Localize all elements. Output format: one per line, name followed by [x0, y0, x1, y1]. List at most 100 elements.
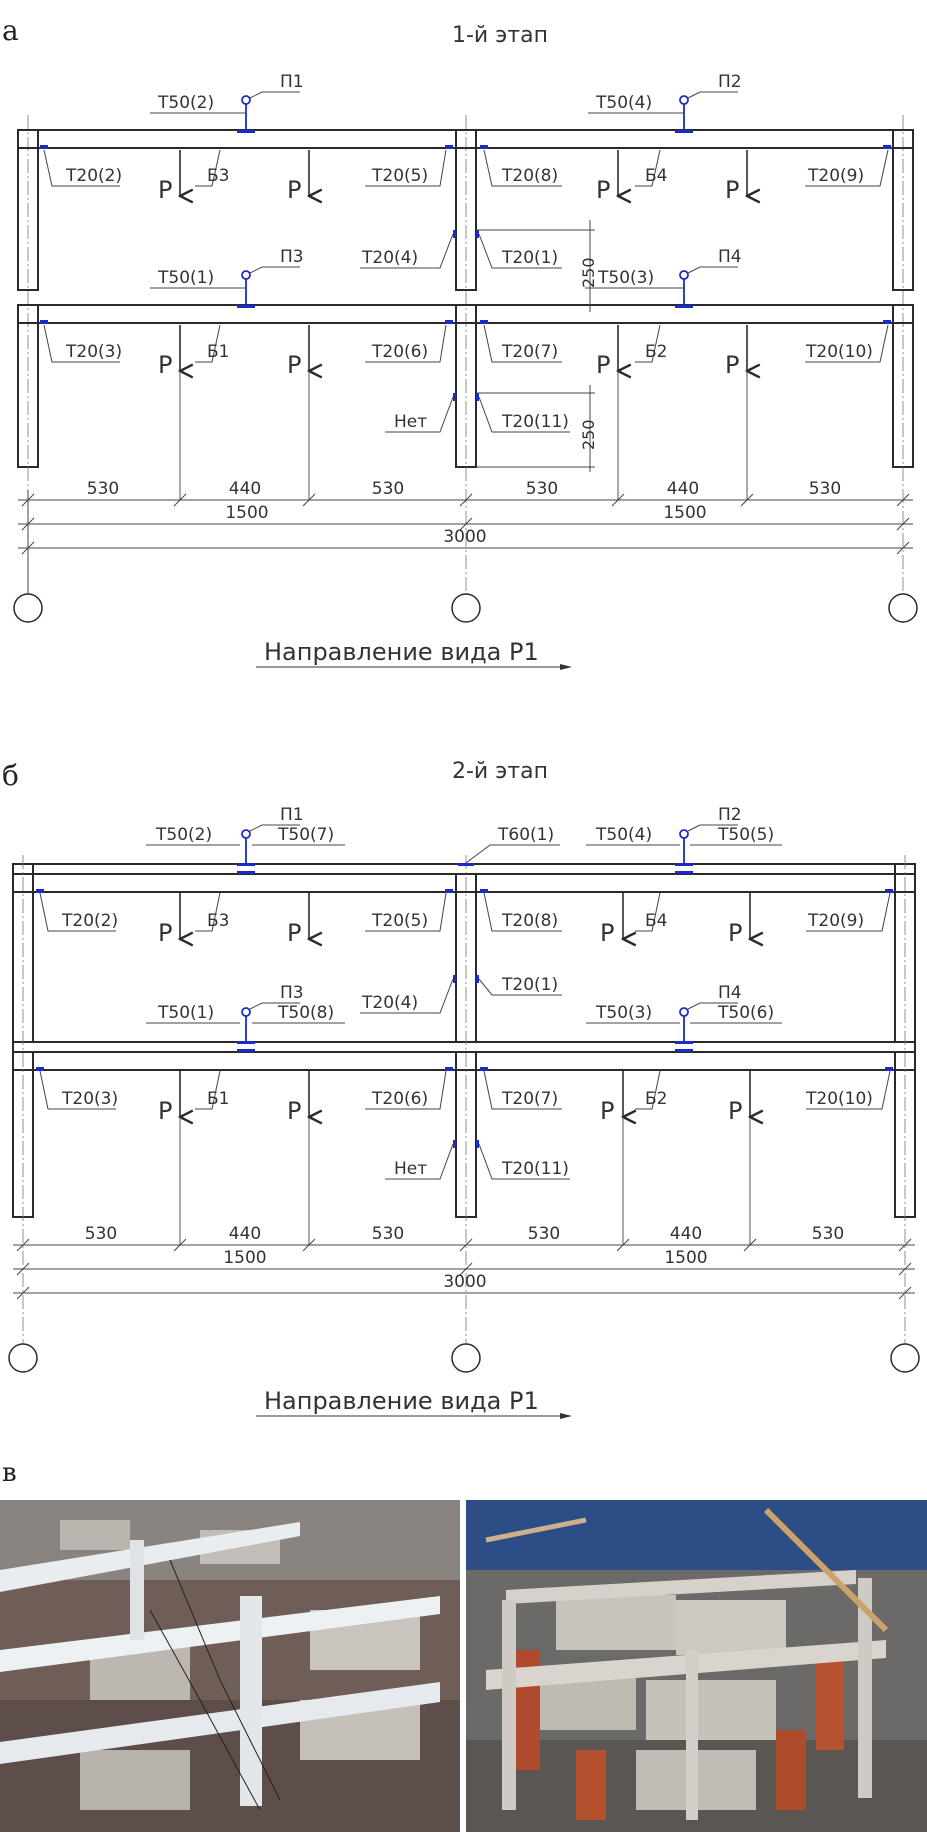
dim-440: 440: [667, 479, 699, 499]
load-arrows: [180, 150, 747, 371]
beam-upper: [17, 129, 914, 149]
dim-530: 530: [85, 1224, 117, 1244]
load-p: P: [158, 919, 172, 947]
load-p: P: [287, 1097, 301, 1125]
dim-530: 530: [809, 479, 841, 499]
load-p: P: [158, 1097, 172, 1125]
dimension-lines: [18, 490, 913, 600]
label-t20-1: Т20(1): [501, 975, 558, 995]
label-t20-7: Т20(7): [501, 342, 558, 362]
load-p: P: [600, 919, 614, 947]
dim-530: 530: [372, 479, 404, 499]
label-t20-3: Т20(3): [61, 1089, 118, 1109]
label-p2: П2: [718, 72, 742, 92]
label-t20-5: Т20(5): [371, 911, 428, 931]
sensors: [36, 863, 893, 1148]
dim-1500: 1500: [664, 1248, 707, 1268]
label-t20-6: Т20(6): [371, 1089, 428, 1109]
label-t20-5: Т20(5): [371, 166, 428, 186]
leader-lines: [43, 91, 889, 433]
label-b4: Б4: [645, 166, 667, 186]
dim-1500: 1500: [663, 503, 706, 523]
dim-530: 530: [526, 479, 558, 499]
dim-530: 530: [372, 1224, 404, 1244]
label-t60-1: Т60(1): [497, 825, 554, 845]
label-t50-4: Т50(4): [595, 93, 652, 113]
label-t20-8: Т20(8): [501, 911, 558, 931]
load-arrows: [180, 893, 750, 1117]
displacement-pins: [241, 829, 689, 1041]
frame-diagram-stage-1: 1-й этап: [13, 23, 918, 670]
panel-b: б 2-й этап: [0, 745, 927, 1465]
label-t50-4: Т50(4): [595, 825, 652, 845]
label-b1: Б1: [207, 342, 229, 362]
label-net: Нет: [394, 1159, 427, 1179]
load-p: P: [600, 1097, 614, 1125]
load-projection-lines: [179, 1117, 751, 1245]
stage-title: 1-й этап: [452, 23, 548, 48]
label-t50-1: Т50(1): [157, 1003, 214, 1023]
dim-530: 530: [528, 1224, 560, 1244]
panel-c-letter: в: [2, 1458, 17, 1488]
label-b3: Б3: [207, 166, 229, 186]
view-direction-label: Направление вида Р1: [264, 638, 539, 666]
load-p: P: [287, 919, 301, 947]
panel-b-letter: б: [2, 759, 19, 792]
load-p: P: [158, 176, 172, 204]
label-t20-11: Т20(11): [501, 1159, 569, 1179]
load-projection-lines: [179, 371, 748, 500]
dim-250: 250: [579, 257, 598, 288]
label-t50-8: Т50(8): [277, 1003, 334, 1023]
dim-250: 250: [579, 419, 598, 450]
label-t20-4: Т20(4): [361, 248, 418, 268]
label-t20-4: Т20(4): [361, 993, 418, 1013]
load-p: P: [287, 351, 301, 379]
label-p4: П4: [718, 983, 742, 1003]
label-b2: Б2: [645, 1089, 667, 1109]
label-t20-3: Т20(3): [65, 342, 122, 362]
beams: [12, 863, 916, 1071]
label-p1: П1: [280, 805, 304, 825]
view-direction-label: Направление вида Р1: [264, 1387, 539, 1415]
photos: [0, 1500, 927, 1832]
columns: [12, 863, 916, 1218]
label-p3: П3: [280, 983, 304, 1003]
frame-diagram-stage-2: 2-й этап: [8, 759, 920, 1419]
label-t20-2: Т20(2): [65, 166, 122, 186]
label-p1: П1: [280, 72, 304, 92]
dim-440: 440: [670, 1224, 702, 1244]
axis-bubbles: [13, 593, 918, 623]
label-t20-8: Т20(8): [501, 166, 558, 186]
dim-3000: 3000: [443, 527, 486, 547]
label-t20-9: Т20(9): [807, 911, 864, 931]
label-p3: П3: [280, 247, 304, 267]
label-p4: П4: [718, 247, 742, 267]
load-p: P: [728, 919, 742, 947]
axis-lines: [22, 855, 906, 1345]
photo-stage-2-frame: [466, 1500, 927, 1832]
label-t50-2: Т50(2): [157, 93, 214, 113]
label-t50-7: Т50(7): [277, 825, 334, 845]
label-t50-5: Т50(5): [717, 825, 774, 845]
label-t50-1: Т50(1): [157, 268, 214, 288]
columns: [17, 129, 914, 468]
label-t20-2: Т20(2): [61, 911, 118, 931]
dim-530: 530: [87, 479, 119, 499]
label-b1: Б1: [207, 1089, 229, 1109]
label-t20-6: Т20(6): [371, 342, 428, 362]
load-p: P: [725, 176, 739, 204]
label-t20-9: Т20(9): [807, 166, 864, 186]
dim-1500: 1500: [223, 1248, 266, 1268]
displacement-pins: [241, 95, 689, 305]
label-p2: П2: [718, 805, 742, 825]
beam-lower: [17, 304, 914, 324]
panel-a: а 1-й этап: [0, 0, 927, 720]
dim-440: 440: [229, 1224, 261, 1244]
stage-title: 2-й этап: [452, 759, 548, 784]
label-t20-1: Т20(1): [501, 248, 558, 268]
label-t50-2: Т50(2): [155, 825, 212, 845]
panel-a-letter: а: [2, 14, 19, 47]
load-p: P: [287, 176, 301, 204]
dimension-lines: [13, 1238, 915, 1300]
axis-bubbles: [8, 1343, 920, 1373]
